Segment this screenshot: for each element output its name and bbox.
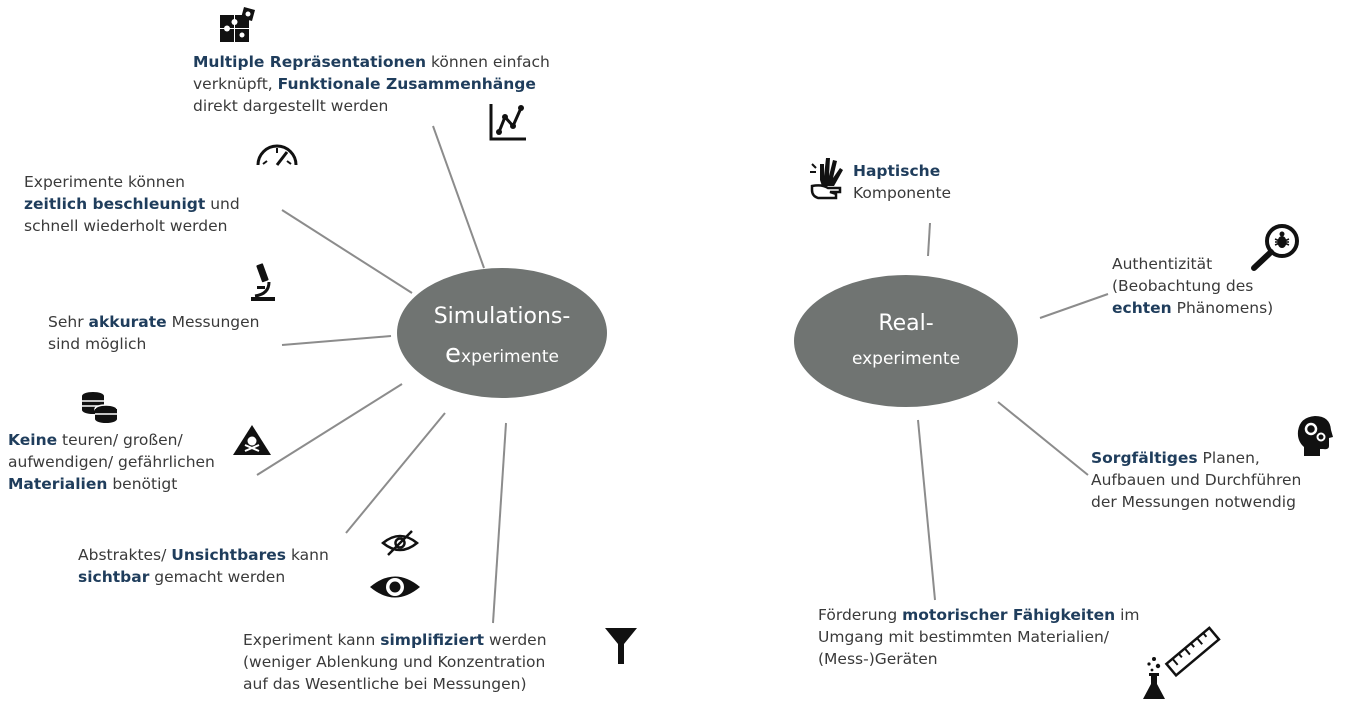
node-sim-line1: Simulations- xyxy=(433,304,571,329)
head-gears-icon xyxy=(1296,414,1334,458)
text-motorische-faehigkeiten: Förderung motorischer Fähigkeiten im Umg… xyxy=(818,606,1140,668)
connector-motorisch xyxy=(917,419,936,601)
hidden-eye-icon xyxy=(380,528,420,558)
connector-zeitlich xyxy=(281,209,413,294)
speedometer-icon xyxy=(255,143,299,167)
connector-sorgfaeltig xyxy=(997,401,1089,476)
node-real-line2: experimente xyxy=(851,349,961,369)
text-authentizitaet: Authentizität (Beobachtung des echten Ph… xyxy=(1112,255,1274,317)
eye-icon xyxy=(368,570,422,604)
sign-hand-icon xyxy=(806,150,852,202)
connector-haptisch xyxy=(927,222,931,257)
text-simplifiziert: Experiment kann simplifiziert werden (we… xyxy=(243,631,547,693)
text-multiple-representations: Multiple Repräsentationen können einfach… xyxy=(193,53,550,115)
ruler-icon xyxy=(1163,626,1223,678)
text-keine-materialien: Keine teuren/ großen/ aufwendigen/ gefäh… xyxy=(8,431,215,493)
node-real-line1: Real- xyxy=(878,311,934,336)
line-graph-icon xyxy=(488,102,528,142)
node-realexperimente: Real- experimente xyxy=(794,275,1018,407)
coins-icon xyxy=(80,390,120,424)
connector-authentizitaet xyxy=(1039,293,1109,319)
node-sim-line2: experimente xyxy=(445,339,559,369)
connector-simplifiziert xyxy=(492,422,507,624)
toxic-hazard-icon xyxy=(232,424,272,456)
text-unsichtbares-sichtbar: Abstraktes/ Unsichtbares kann sichtbar g… xyxy=(78,546,329,586)
connector-multiple xyxy=(432,125,485,269)
magnifier-bug-icon xyxy=(1246,220,1304,272)
text-sorgfaeltiges-planen: Sorgfältiges Planen, Aufbauen und Durchf… xyxy=(1091,449,1302,511)
text-akkurate-messungen: Sehr akkurate Messungen sind möglich xyxy=(48,313,260,353)
puzzle-icon xyxy=(218,5,258,43)
text-zeitlich-beschleunigt: Experimente können zeitlich beschleunigt… xyxy=(24,173,240,235)
microscope-icon xyxy=(247,262,279,304)
connector-keine xyxy=(256,383,403,476)
connector-abstrakt xyxy=(345,412,446,534)
funnel-icon xyxy=(604,626,638,666)
flask-icon xyxy=(1140,655,1168,703)
node-simulationsexperimente: Simulations- experimente xyxy=(397,268,607,398)
text-haptische-komponente: Haptische Komponente xyxy=(853,162,952,202)
connector-akkurat xyxy=(281,335,392,346)
